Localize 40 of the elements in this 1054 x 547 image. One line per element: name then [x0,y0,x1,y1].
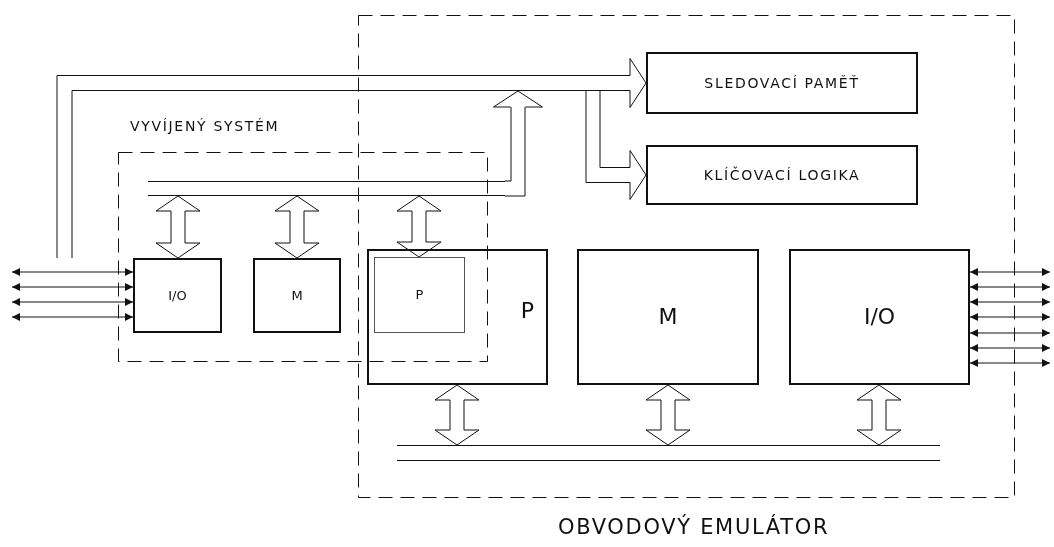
signal-arrow [11,298,134,306]
process-box [646,145,918,205]
bus-arrow [856,384,902,446]
module-box [577,249,759,385]
region-heading: OBVODOVÝ EMULÁTOR [558,515,830,539]
box-label: P [520,299,534,323]
bus-arrow [645,384,691,446]
bus-arrow [434,384,480,446]
signal-arrow [969,329,1051,337]
bus-arrow [396,195,442,258]
box-label: KLÍČOVACÍ LOGIKA [703,165,861,185]
module-box [789,249,970,385]
module-box [374,257,465,333]
system-region [118,116,488,362]
processor-box [367,249,548,385]
signal-arrow [969,313,1051,321]
bus-bar [397,445,940,461]
signal-arrow [969,283,1051,291]
process-box [646,52,918,114]
box-label: P [415,286,424,304]
signal-arrow [11,283,134,291]
signal-arrow [969,268,1051,276]
bus-arrow [155,195,201,259]
box-label: M [658,305,678,329]
module-box [133,258,222,333]
box-label: M [291,286,303,305]
signal-arrow [11,313,134,321]
bus-arrow [493,90,543,197]
signal-arrow [969,298,1051,306]
bus-arrow [56,58,647,259]
bus-arrow [274,195,320,259]
box-label: SLEDOVACÍ PAMĚŤ [704,74,860,93]
signal-arrow [969,344,1051,352]
bus-arrow [585,90,647,200]
signal-arrow [969,359,1051,367]
box-label: I/O [168,286,187,305]
box-label: I/O [863,305,896,329]
module-box [253,258,341,333]
region-heading: VYVÍJENÝ SYSTÉM [130,117,280,136]
signal-arrow [11,268,134,276]
